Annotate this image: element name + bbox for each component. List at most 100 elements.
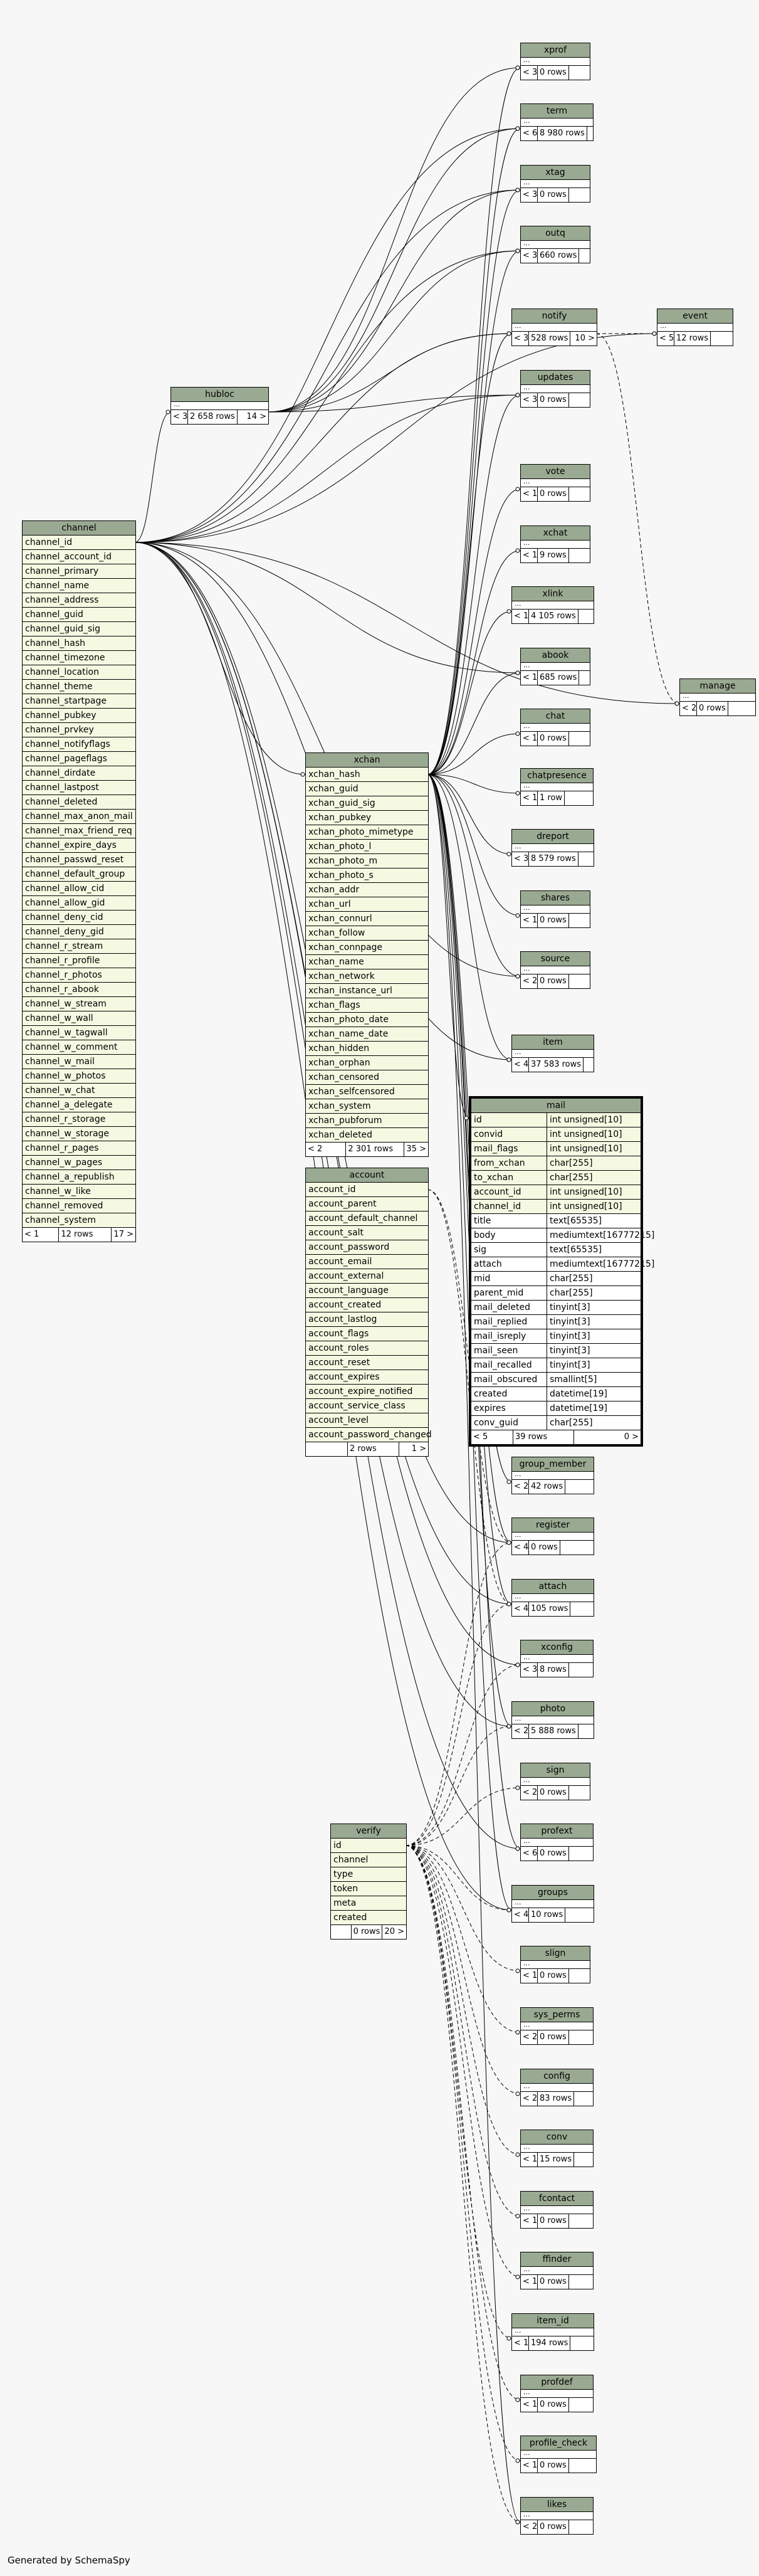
- column-row[interactable]: xchan_guid_sig: [306, 796, 428, 811]
- table-name[interactable]: profext: [521, 1824, 593, 1839]
- column-row[interactable]: account_email: [306, 1255, 428, 1269]
- table-name[interactable]: outq: [521, 226, 590, 241]
- column-row[interactable]: account_lastlog: [306, 1312, 428, 1327]
- table-name[interactable]: groups: [512, 1886, 594, 1900]
- column-row[interactable]: channel_pubkey: [23, 709, 135, 723]
- table-name[interactable]: profile_check: [521, 2436, 596, 2451]
- table-name[interactable]: photo: [512, 1702, 594, 1716]
- column-row[interactable]: channel_primary: [23, 564, 135, 579]
- column-row[interactable]: xchan_photo_m: [306, 854, 428, 868]
- column-row[interactable]: channel_allow_cid: [23, 882, 135, 896]
- table-name[interactable]: xtag: [521, 166, 590, 180]
- column-row[interactable]: account_roles: [306, 1341, 428, 1356]
- column-row[interactable]: channel_guid_sig: [23, 622, 135, 636]
- column-row[interactable]: xchan_photo_l: [306, 840, 428, 854]
- column-row[interactable]: channel_lastpost: [23, 781, 135, 795]
- column-row[interactable]: channel_r_abook: [23, 983, 135, 997]
- column-row[interactable]: channel_w_storage: [23, 1127, 135, 1141]
- column-row[interactable]: xchan_selfcensored: [306, 1085, 428, 1099]
- table-name[interactable]: abook: [521, 648, 590, 663]
- column-row[interactable]: channel_w_mail: [23, 1055, 135, 1069]
- column-row[interactable]: channel_deny_gid: [23, 925, 135, 939]
- column-row[interactable]: account_default_channel: [306, 1211, 428, 1226]
- column-row[interactable]: xchan_photo_date: [306, 1013, 428, 1027]
- table-name[interactable]: chatpresence: [521, 769, 593, 783]
- column-row[interactable]: account_password_changed: [306, 1428, 432, 1442]
- column-row[interactable]: channel_max_friend_req: [23, 824, 135, 838]
- table-name[interactable]: channel: [23, 521, 135, 536]
- column-row[interactable]: channel_max_anon_mail: [23, 810, 135, 824]
- column-row[interactable]: xchan_censored: [306, 1070, 428, 1085]
- column-row[interactable]: channel_r_profile: [23, 954, 135, 968]
- column-row[interactable]: channel: [331, 1853, 406, 1867]
- column-row[interactable]: xchan_pubkey: [306, 811, 428, 825]
- column-row[interactable]: channel_prvkey: [23, 723, 135, 737]
- column-row[interactable]: xchan_name_date: [306, 1027, 428, 1042]
- column-row[interactable]: channel_system: [23, 1213, 135, 1228]
- column-row[interactable]: channel_name: [23, 579, 135, 593]
- column-row[interactable]: account_parent: [306, 1197, 428, 1211]
- column-row[interactable]: channel_w_photos: [23, 1069, 135, 1084]
- column-row[interactable]: channel_w_like: [23, 1185, 135, 1199]
- column-row[interactable]: channel_w_tagwall: [23, 1026, 135, 1040]
- column-row[interactable]: xchan_pubforum: [306, 1114, 428, 1128]
- column-row[interactable]: account_expires: [306, 1370, 428, 1385]
- column-row[interactable]: account_expire_notified: [306, 1385, 428, 1399]
- column-row[interactable]: xchan_hash: [306, 768, 428, 782]
- column-row[interactable]: channel_w_stream: [23, 997, 135, 1011]
- table-name[interactable]: updates: [521, 371, 590, 385]
- table-name[interactable]: register: [512, 1518, 594, 1533]
- column-row[interactable]: channel_timezone: [23, 651, 135, 665]
- table-name[interactable]: xchat: [521, 526, 590, 541]
- column-row[interactable]: account_reset: [306, 1356, 428, 1370]
- column-row[interactable]: xchan_addr: [306, 883, 428, 897]
- column-row[interactable]: created: [331, 1911, 406, 1925]
- column-row[interactable]: account_language: [306, 1284, 428, 1298]
- table-name[interactable]: slign: [521, 1946, 590, 1961]
- table-name[interactable]: xconfig: [521, 1640, 593, 1655]
- column-row[interactable]: channel_deny_cid: [23, 911, 135, 925]
- column-row[interactable]: account_created: [306, 1298, 428, 1312]
- column-row[interactable]: account_level: [306, 1413, 428, 1428]
- column-row[interactable]: channel_w_chat: [23, 1084, 135, 1098]
- column-row[interactable]: channel_passwd_reset: [23, 853, 135, 867]
- column-row[interactable]: channel_default_group: [23, 867, 135, 882]
- column-row[interactable]: xchan_url: [306, 897, 428, 912]
- table-name[interactable]: attach: [512, 1580, 594, 1594]
- column-row[interactable]: xchan_follow: [306, 926, 428, 941]
- column-row[interactable]: token: [331, 1882, 406, 1896]
- column-row[interactable]: channel_a_republish: [23, 1170, 135, 1185]
- column-row[interactable]: channel_removed: [23, 1199, 135, 1213]
- column-row[interactable]: xchan_system: [306, 1099, 428, 1114]
- column-row[interactable]: account_flags: [306, 1327, 428, 1341]
